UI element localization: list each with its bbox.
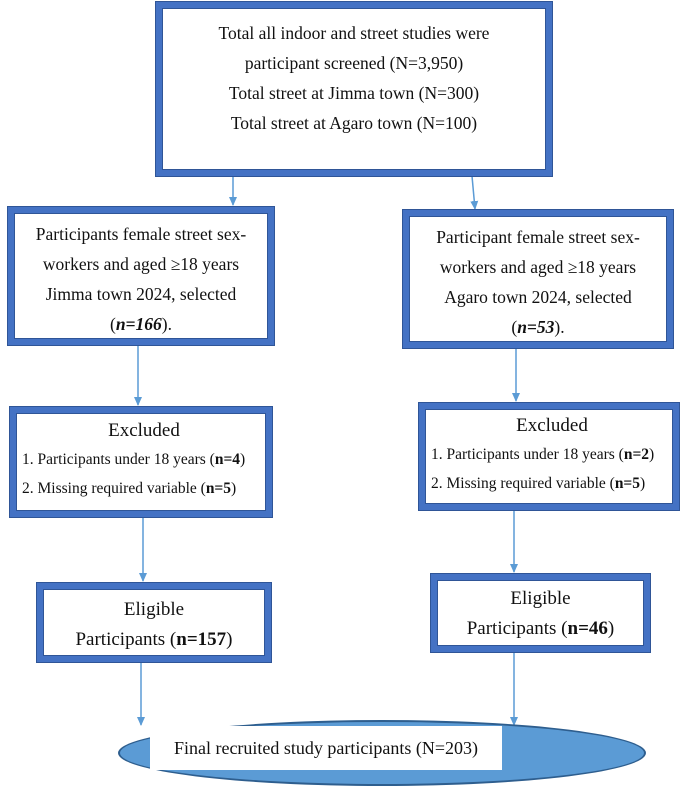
arrow-top-to-agaro <box>470 175 479 210</box>
paren-close: ). <box>554 317 565 337</box>
jimma-selected-line-3: Jimma town 2024, selected <box>45 284 237 304</box>
paren-open: ( <box>110 314 116 334</box>
item-close: ) <box>231 480 237 497</box>
jimma-excluded-box: Excluded 1. Participants under 18 years … <box>10 407 272 517</box>
agaro-excluded-item-2: 2. Missing required variable (n=5) <box>431 469 673 498</box>
item-count: n=2 <box>623 446 650 463</box>
jimma-selected-count: n=166 <box>115 314 162 334</box>
jimma-selected-count-line: (n=166). <box>14 309 268 339</box>
top-line-2: participant screened (N=3,950) <box>244 53 464 73</box>
paren-close: ) <box>607 618 615 639</box>
jimma-eligible-box: Eligible Participants (n=157) <box>37 583 271 662</box>
jimma-excluded-item-2: 2. Missing required variable (n=5) <box>22 474 266 503</box>
jimma-selected-line-2: workers and aged ≥18 years <box>42 254 240 274</box>
final-label: Final recruited study participants (N=20… <box>150 726 502 770</box>
item-text: 1. Participants under 18 years ( <box>22 451 215 468</box>
jimma-selected-box: Participants female street sex- workers … <box>8 207 274 345</box>
item-close: ) <box>240 451 246 468</box>
top-line-4: Total street at Agaro town (N=100) <box>230 113 478 133</box>
paren-close: ) <box>226 629 233 650</box>
item-close: ) <box>649 446 655 463</box>
item-close: ) <box>640 475 646 492</box>
agaro-eligible-box: Eligible Participants (n=46) <box>431 574 650 652</box>
eligible-label: Participants ( <box>75 629 177 650</box>
screened-total-box: Total all indoor and street studies were… <box>156 2 552 176</box>
eligible-label: Participants ( <box>466 618 568 639</box>
jimma-selected-line-1: Participants female street sex- <box>35 224 247 244</box>
jimma-eligible-count-line: Participants (n=157) <box>43 625 265 655</box>
item-count: n=5 <box>614 475 641 492</box>
item-text: 1. Participants under 18 years ( <box>431 446 624 463</box>
agaro-eligible-count-line: Participants (n=46) <box>437 614 644 644</box>
jimma-eligible-count: n=157 <box>176 629 227 650</box>
agaro-excluded-item-1: 1. Participants under 18 years (n=2) <box>431 440 673 469</box>
agaro-eligible-count: n=46 <box>567 618 608 639</box>
jimma-excluded-title: Excluded <box>108 420 180 441</box>
agaro-selected-count: n=53 <box>517 317 555 337</box>
paren-close: ). <box>161 314 172 334</box>
agaro-selected-line-1: Participant female street sex- <box>436 227 640 247</box>
item-text: 2. Missing required variable ( <box>22 480 206 497</box>
top-line-1: Total all indoor and street studies were <box>218 23 490 43</box>
item-count: n=4 <box>214 451 241 468</box>
agaro-selected-line-3: Agaro town 2024, selected <box>444 287 632 307</box>
agaro-selected-count-line: (n=53). <box>409 312 667 342</box>
item-count: n=5 <box>205 480 232 497</box>
agaro-selected-line-2: workers and aged ≥18 years <box>439 257 637 277</box>
agaro-excluded-box: Excluded 1. Participants under 18 years … <box>419 403 679 510</box>
jimma-excluded-item-1: 1. Participants under 18 years (n=4) <box>22 445 266 474</box>
agaro-selected-box: Participant female street sex- workers a… <box>403 210 673 348</box>
top-line-3: Total street at Jimma town (N=300) <box>228 83 480 103</box>
agaro-eligible-title: Eligible <box>510 588 571 609</box>
paren-open: ( <box>511 317 518 337</box>
agaro-excluded-title: Excluded <box>516 415 588 436</box>
item-text: 2. Missing required variable ( <box>431 475 615 492</box>
jimma-eligible-title: Eligible <box>123 599 185 620</box>
